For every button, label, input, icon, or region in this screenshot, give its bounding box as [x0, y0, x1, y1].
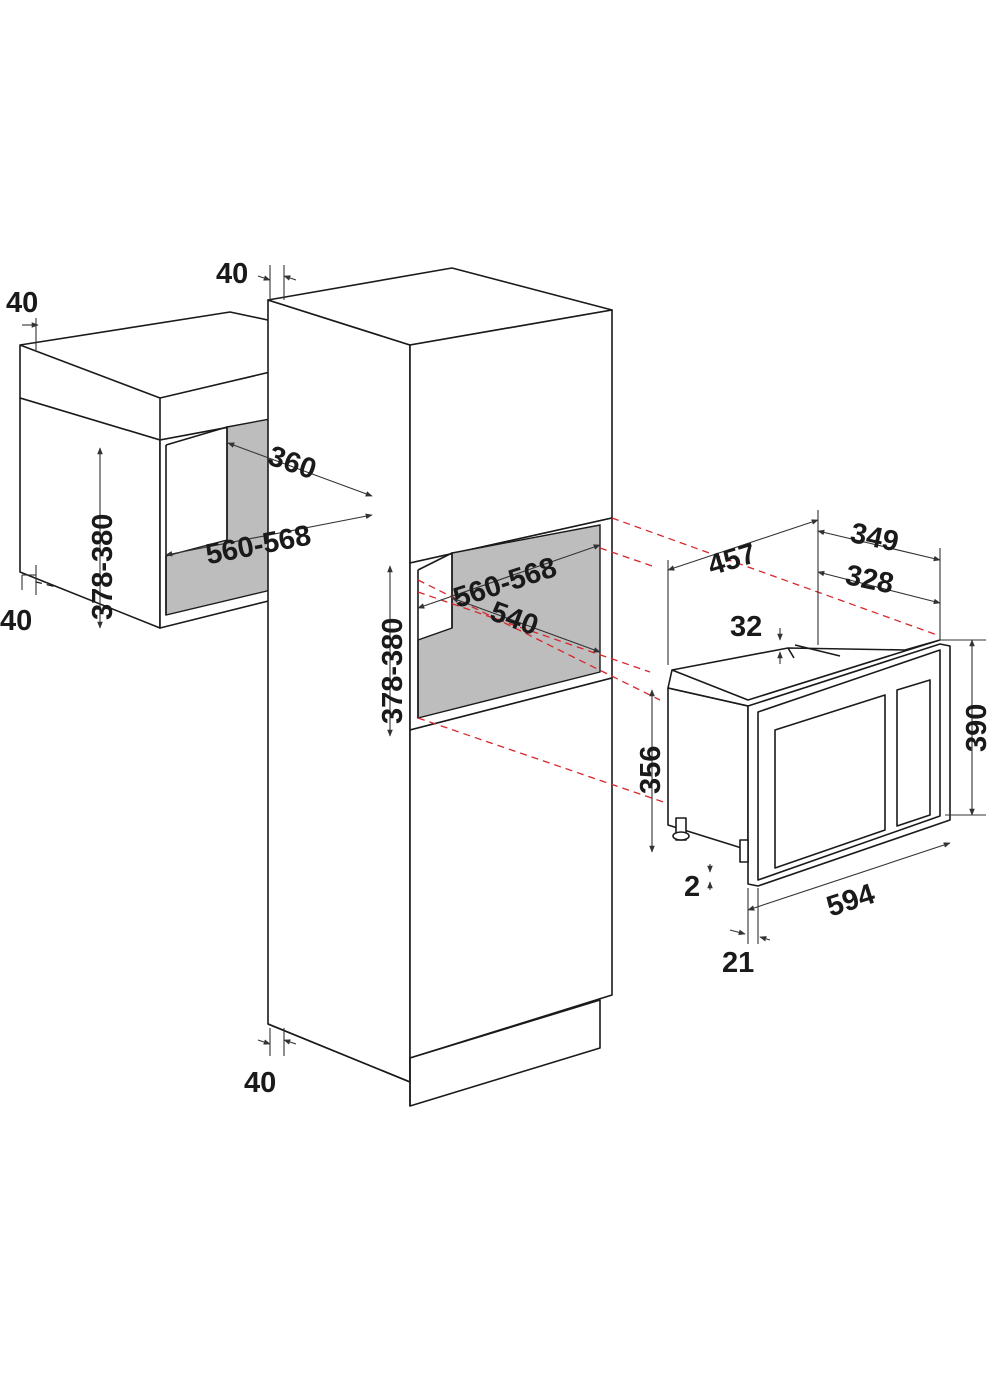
appliance-door-window [774, 694, 886, 869]
appliance-frame-offset-label: 32 [730, 611, 762, 643]
wall-cabinet-bottom-offset-label: 40 [0, 605, 32, 637]
appliance-overall-height-label: 390 [961, 704, 989, 752]
tall-cabinet [267, 267, 613, 1107]
appliance-depth-overall-label: 349 [848, 517, 902, 558]
appliance-control-panel [896, 679, 931, 827]
appliance-foot-label: 2 [684, 871, 700, 903]
appliance-depth-label: 457 [704, 537, 760, 582]
wall-cabinet-top-offset-label: 40 [6, 287, 38, 319]
tall-cabinet-bottom-offset-label: 40 [244, 1067, 276, 1099]
tall-cabinet-top-offset-label: 40 [216, 258, 248, 290]
tall-cabinet-height-label: 378-380 [377, 618, 409, 724]
appliance-body-height-label: 356 [635, 746, 667, 794]
appliance-frame-thickness-label: 21 [722, 947, 754, 979]
dimension-lines [21, 265, 986, 1056]
appliance-foot-back [739, 839, 749, 863]
tall-cabinet-lower-front [409, 677, 613, 1059]
appliance-depth-body-label: 328 [843, 559, 897, 600]
wall-cabinet-height-label: 378-380 [87, 514, 119, 620]
appliance-width-label: 594 [823, 878, 879, 923]
microwave-appliance [667, 639, 951, 887]
appliance-body-top [671, 639, 941, 701]
